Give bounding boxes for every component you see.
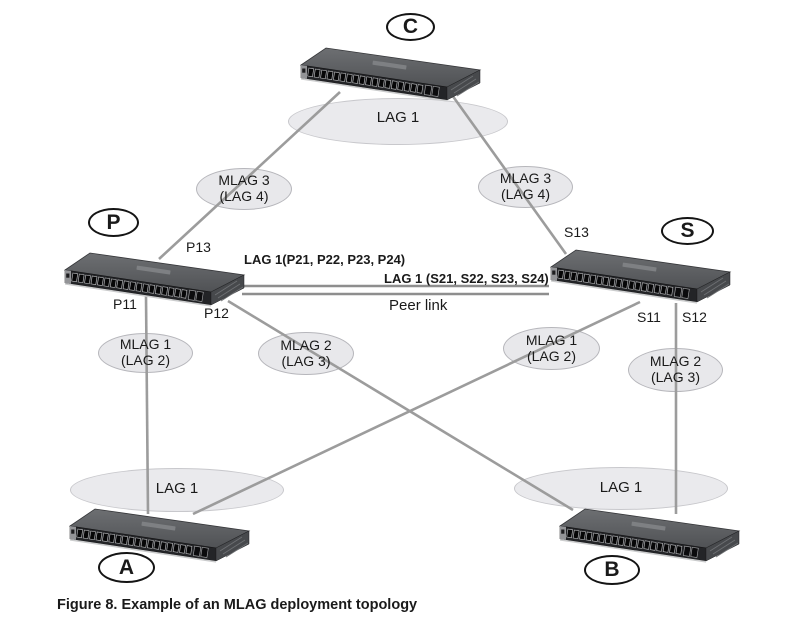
- mlag-name: MLAG 1: [525, 331, 578, 348]
- link-c-to-p13: [158, 91, 341, 260]
- lag-label-c: LAG 1: [376, 109, 420, 126]
- link-p11-to-a: [144, 295, 150, 515]
- switch-c: [300, 47, 481, 103]
- node-oval-p: P: [88, 208, 139, 237]
- mlag-label-mlag1-right: MLAG 1 (LAG 2): [503, 327, 600, 370]
- mlag-name: MLAG 2: [280, 336, 332, 353]
- port-label-s12: S12: [682, 309, 707, 325]
- mlag-lag: (LAG 2): [120, 352, 170, 368]
- peer-lag-label-s: LAG 1 (S21, S22, S23, S24): [384, 271, 549, 286]
- peer-lag-label-p: LAG 1(P21, P22, P23, P24): [244, 252, 406, 267]
- mlag-name: MLAG 3: [218, 172, 270, 189]
- node-oval-s: S: [661, 217, 714, 245]
- link-s11-to-a: [192, 300, 641, 516]
- mlag-ellipse-mlag1-right: [503, 327, 600, 370]
- node-oval-c: C: [386, 13, 435, 41]
- mlag-name: MLAG 2: [649, 353, 702, 370]
- switch-a: [69, 508, 250, 564]
- mlag-label-mlag3-left: MLAG 3 (LAG 4): [196, 168, 292, 210]
- node-label-p: P: [106, 210, 121, 234]
- node-oval-a: A: [98, 552, 155, 583]
- lag-ellipse-a: [70, 468, 284, 512]
- mlag-ellipse-mlag3-right: [478, 166, 573, 208]
- mlag-label-mlag1-left: MLAG 1 (LAG 2): [98, 333, 193, 373]
- mlag-label-mlag2-right: MLAG 2 (LAG 3): [628, 348, 723, 392]
- mlag-ellipse-mlag3-left: [196, 168, 292, 210]
- port-label-p11: P11: [113, 296, 137, 312]
- mlag-lag: (LAG 4): [219, 188, 269, 204]
- mlag-lag: (LAG 2): [526, 347, 576, 364]
- link-p12-to-b: [227, 299, 574, 512]
- lag-label-b: LAG 1: [599, 479, 643, 496]
- mlag-lag: (LAG 4): [500, 186, 550, 202]
- port-label-s11: S11: [637, 309, 661, 325]
- switch-p: [64, 252, 245, 308]
- port-label-p12: P12: [204, 305, 229, 321]
- lag-label-a: LAG 1: [155, 480, 199, 497]
- node-oval-b: B: [584, 555, 640, 585]
- node-label-a: A: [118, 555, 135, 579]
- port-label-p13: P13: [186, 239, 211, 255]
- node-label-s: S: [680, 219, 695, 242]
- mlag-name: MLAG 1: [119, 336, 172, 353]
- peer-link-label: Peer link: [389, 297, 448, 314]
- port-label-s13: S13: [564, 224, 589, 240]
- switch-b: [559, 508, 740, 564]
- mlag-lag: (LAG 3): [650, 369, 700, 385]
- figure-caption: Figure 8. Example of an MLAG deployment …: [57, 597, 418, 613]
- mlag-name: MLAG 3: [499, 170, 552, 187]
- node-label-c: C: [402, 15, 419, 38]
- link-c-to-s13: [450, 94, 568, 255]
- lag-ellipse-b: [514, 467, 728, 510]
- mlag-label-mlag2-left: MLAG 2 (LAG 3): [258, 332, 354, 375]
- switch-s: [550, 249, 731, 305]
- node-label-b: B: [604, 558, 620, 581]
- mlag-label-mlag3-right: MLAG 3 (LAG 4): [478, 166, 573, 208]
- mlag-lag: (LAG 3): [281, 352, 331, 369]
